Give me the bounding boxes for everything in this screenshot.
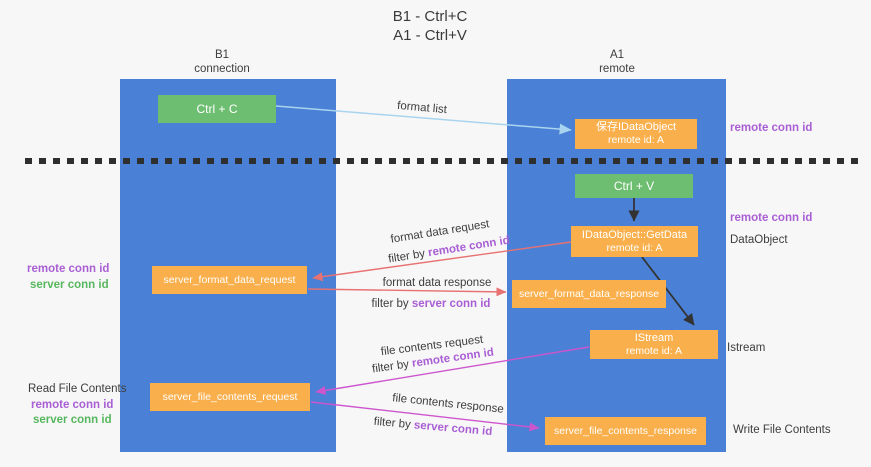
node-ctrl-v-label: Ctrl + V (613, 179, 655, 193)
node-server-format-data-response-label: server_format_data_response (518, 288, 660, 300)
filter-prefix: filter by (373, 415, 415, 432)
annotation-remote-conn-id-mid: remote conn id (730, 212, 813, 224)
node-server-format-data-response: server_format_data_response (512, 280, 666, 308)
node-server-format-data-request-label: server_format_data_request (163, 274, 296, 286)
diagram-title: B1 - Ctrl+C A1 - Ctrl+V (330, 7, 530, 45)
node-istream-line2: remote id: A (625, 344, 683, 357)
annotation-write-file-contents: Write File Contents (733, 424, 831, 436)
node-idataobject-getdata-line2: remote id: A (606, 241, 663, 254)
node-server-format-data-request: server_format_data_request (152, 266, 307, 294)
annotation-left-server-conn-id-bottom: server conn id (33, 414, 112, 426)
annotation-read-file-contents: Read File Contents (28, 383, 127, 395)
filter-key-server-conn-id: server conn id (413, 419, 493, 439)
edge-label-format-data-response-filter: filter by server conn id (372, 298, 491, 310)
node-server-file-contents-response: server_file_contents_response (545, 417, 706, 445)
edge-label-file-contents-response-filter: filter by server conn id (373, 416, 492, 438)
filter-key-remote-conn-id: remote conn id (427, 234, 511, 260)
node-istream: IStream remote id: A (590, 330, 718, 359)
node-save-idataobject-line1: 保存IDataObject (595, 121, 677, 133)
annotation-istream: Istream (727, 342, 766, 354)
column-b1-role: connection (194, 63, 250, 75)
annotation-left-remote-conn-id-mid: remote conn id (27, 263, 110, 275)
edge-label-format-data-response: format data response (383, 277, 492, 289)
node-ctrl-c-label: Ctrl + C (196, 102, 238, 116)
node-save-idataobject-line2: remote id: A (607, 134, 665, 146)
filter-prefix: filter by (371, 298, 412, 310)
edge-label-format-list: format list (397, 100, 448, 116)
filter-prefix: filter by (371, 357, 413, 376)
column-header-a1: A1 remote (555, 48, 679, 76)
node-istream-line1: IStream (634, 331, 674, 344)
annotation-dataobject: DataObject (730, 234, 788, 246)
filter-prefix: filter by (387, 247, 430, 266)
filter-key-server-conn-id: server conn id (411, 298, 491, 310)
edge-label-file-contents-response: file contents response (392, 392, 505, 416)
annotation-remote-conn-id-top: remote conn id (730, 122, 813, 134)
node-server-file-contents-response-label: server_file_contents_response (553, 425, 697, 437)
edge-label-format-data-response-text: format data response (382, 277, 492, 289)
column-a1-name: A1 (609, 49, 625, 61)
title-line-1: B1 - Ctrl+C (392, 8, 468, 25)
column-header-b1: B1 connection (160, 48, 284, 76)
title-line-2: A1 - Ctrl+V (393, 27, 467, 44)
annotation-left-remote-conn-id-bottom: remote conn id (31, 399, 114, 411)
node-save-idataobject: 保存IDataObject remote id: A (575, 119, 697, 149)
node-server-file-contents-request-label: server_file_contents_request (162, 391, 298, 403)
node-ctrl-c: Ctrl + C (158, 95, 276, 123)
arrow-format-data-response (307, 287, 507, 297)
edge-label-format-list-text: format list (396, 99, 448, 117)
node-idataobject-getdata-line1: IDataObject::GetData (581, 228, 688, 241)
edge-label-file-contents-response-text: file contents response (391, 392, 505, 416)
annotation-left-server-conn-id-mid: server conn id (30, 279, 109, 291)
column-b1-name: B1 (214, 49, 230, 61)
column-a1-role: remote (599, 63, 635, 75)
node-ctrl-v: Ctrl + V (575, 174, 693, 198)
node-server-file-contents-request: server_file_contents_request (150, 383, 310, 411)
node-idataobject-getdata: IDataObject::GetData remote id: A (571, 226, 698, 257)
